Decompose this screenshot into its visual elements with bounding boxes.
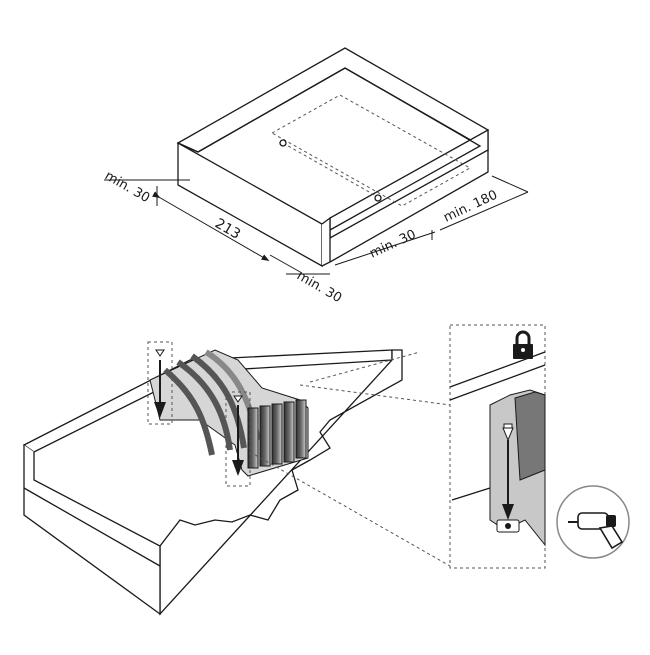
dim-min30-left: min. 30 — [102, 168, 152, 206]
drill-icon — [556, 485, 630, 559]
cutlery-organizer — [149, 349, 309, 477]
screw-icon — [502, 423, 514, 442]
detail-inset — [449, 324, 546, 569]
mounting-hole-right — [374, 194, 382, 202]
screw-arrows — [154, 360, 244, 476]
screw-callouts — [147, 341, 451, 567]
lock-icon — [513, 330, 533, 359]
dimension-lines — [104, 175, 529, 275]
mounting-hole-left — [279, 139, 287, 147]
drawer-front-wall — [177, 141, 323, 268]
drawer-floor — [197, 67, 482, 231]
drawer-right-wall — [329, 128, 489, 240]
mounting-area — [270, 94, 472, 207]
dim-min30-bottom: min. 30 — [367, 227, 418, 261]
screw-icon — [155, 349, 243, 403]
